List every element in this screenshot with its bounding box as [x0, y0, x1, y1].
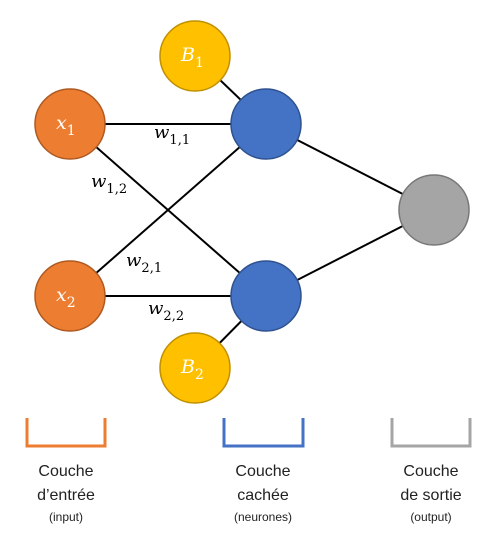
caption-input-layer: Couche d’entrée (input)	[6, 460, 126, 526]
input-node-x2	[34, 260, 106, 332]
bracket-output	[390, 418, 472, 448]
caption-input-line1: Couche	[38, 463, 94, 480]
edge-x2-h1	[69, 123, 267, 297]
bracket-input	[25, 418, 107, 448]
caption-output-line2: de sortie	[400, 487, 462, 504]
output-node	[398, 174, 470, 246]
hidden-node-h1	[230, 88, 302, 160]
weight-w12: w1,2	[91, 171, 127, 197]
caption-input-line2: d’entrée	[37, 487, 95, 504]
caption-output-note: (output)	[410, 510, 452, 524]
caption-input-note: (input)	[48, 510, 83, 524]
hidden-node-h2	[230, 260, 302, 332]
label-x2: x2	[56, 284, 76, 311]
weight-w21: w2,1	[126, 250, 162, 276]
label-b1: B1	[180, 44, 204, 71]
bias-node-b1	[159, 20, 231, 92]
caption-hidden-note: (neurones)	[233, 510, 293, 524]
input-node-x1	[34, 88, 106, 160]
label-b2: B2	[180, 356, 204, 383]
bias-node-b2	[159, 332, 231, 404]
caption-output-layer: Couche de sortie (output)	[371, 460, 490, 526]
caption-output-line1: Couche	[403, 463, 459, 480]
caption-hidden-line1: Couche	[235, 463, 291, 480]
bracket-hidden	[222, 418, 305, 448]
weight-w11: w1,1	[154, 122, 190, 148]
caption-hidden-layer: Couche cachée (neurones)	[203, 460, 323, 526]
caption-hidden-line2: cachée	[237, 487, 289, 504]
weight-w22: w2,2	[148, 298, 184, 324]
label-x1: x1	[56, 112, 76, 139]
